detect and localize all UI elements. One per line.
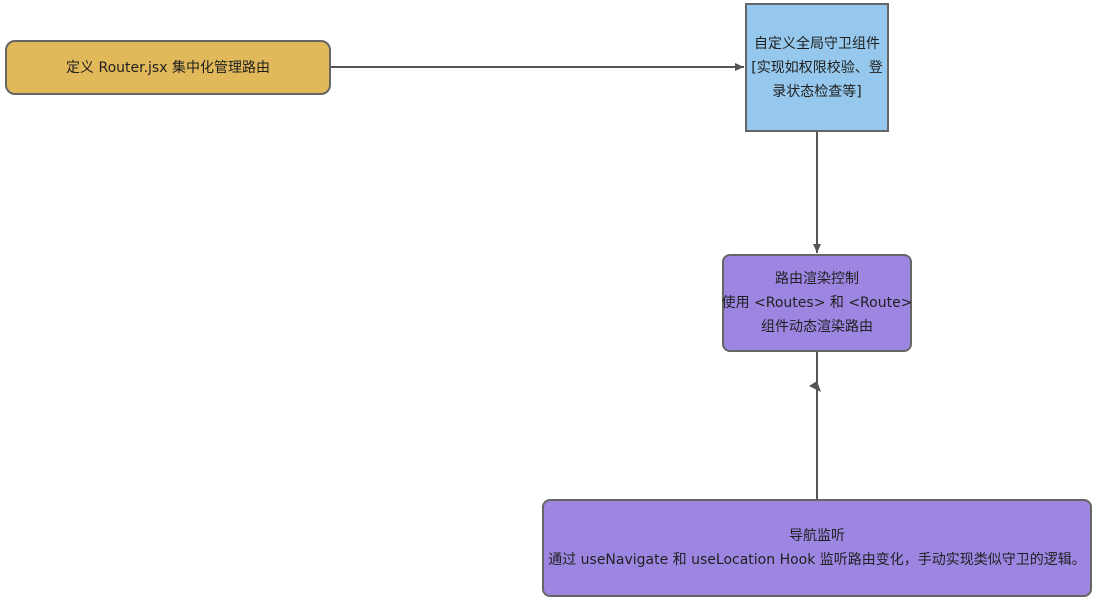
navigation-listener-description: 通过 useNavigate 和 useLocation Hook 监听路由变化… (548, 552, 1086, 568)
route-render-line-3: 组件动态渲染路由 (761, 319, 873, 335)
route-render-control-node[interactable]: 路由渲染控制 使用 <Routes> 和 <Route> 组件动态渲染路由 (722, 254, 912, 352)
navigation-listener-node[interactable]: 导航监听 通过 useNavigate 和 useLocation Hook 监… (542, 499, 1092, 597)
global-guard-node[interactable]: 自定义全局守卫组件 [实现如权限校验、登 录状态检查等] (745, 3, 889, 132)
global-guard-line-1: 自定义全局守卫组件 (754, 35, 880, 52)
global-guard-line-2: [实现如权限校验、登 (751, 59, 883, 76)
navigation-listener-title: 导航监听 (789, 528, 845, 544)
route-render-line-2: 使用 <Routes> 和 <Route> (721, 295, 913, 311)
route-render-title: 路由渲染控制 (775, 271, 859, 287)
global-guard-line-3: 录状态检查等] (772, 83, 862, 100)
router-definition-text: 定义 Router.jsx 集中化管理路由 (66, 59, 270, 76)
router-definition-node[interactable]: 定义 Router.jsx 集中化管理路由 (5, 40, 331, 95)
edge-nav-to-render-arrowhead (809, 381, 821, 392)
